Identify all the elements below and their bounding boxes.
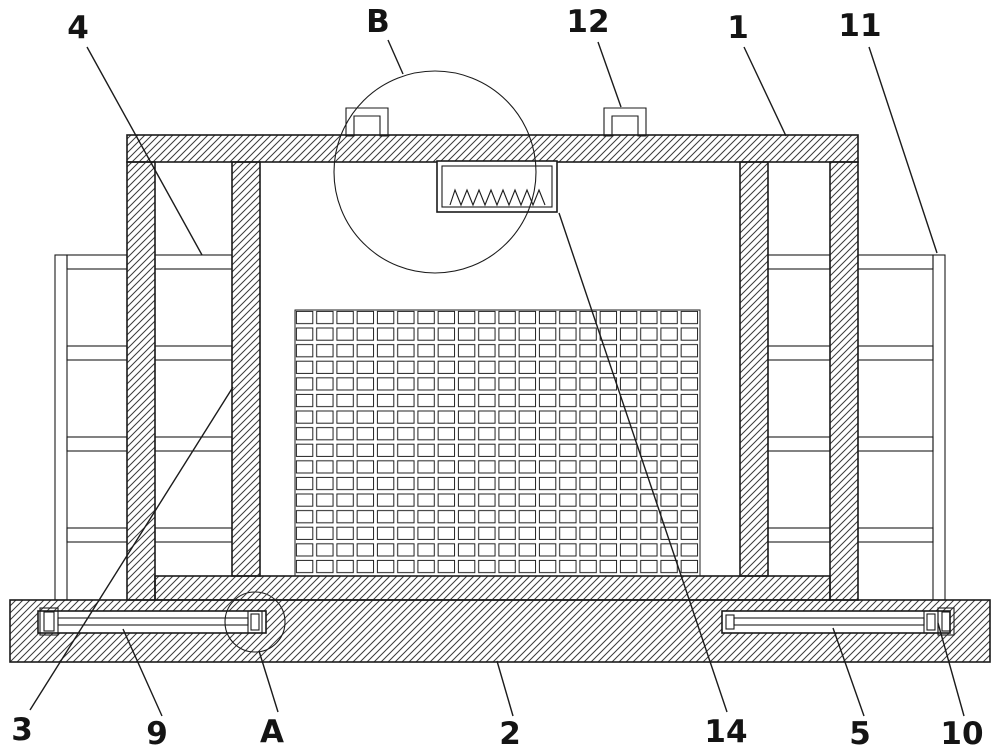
right-outer-wall [829,161,859,601]
right-ladder-frame [767,254,946,601]
right-clamp-bracket [603,107,647,137]
left-outer-wall [126,161,156,601]
callout-9: 9 [146,716,168,751]
leader-lines [29,39,965,717]
callout-B: B [366,4,390,40]
callout-12: 12 [566,4,609,40]
callout-1: 1 [727,10,749,46]
reference-numerals: 4 B 12 1 11 3 9 A 2 14 5 10 [11,4,983,751]
main-frame [126,134,859,601]
mesh-panel [294,309,701,577]
top-brackets [345,107,647,137]
callout-10: 10 [940,716,983,751]
right-outer-rail [932,254,946,601]
top-beam [126,134,859,163]
spring-zigzag [449,188,546,207]
right-slide-channel [721,607,955,636]
callout-4: 4 [67,10,89,46]
left-clamp-bracket [345,107,389,137]
callout-5: 5 [849,716,871,751]
left-outer-rail [54,254,68,601]
right-end-block [937,607,955,636]
callout-A: A [260,714,284,750]
inner-bottom-plate [154,575,831,601]
left-slider-block [247,610,263,634]
spring-housing [436,160,558,213]
callout-3: 3 [11,712,33,748]
callout-2: 2 [499,716,521,751]
callout-11: 11 [838,8,881,44]
callout-14: 14 [704,714,747,750]
left-slide-channel [37,591,286,653]
right-inner-column [739,161,769,577]
left-inner-column [231,161,261,577]
detail-circle-b [333,70,537,274]
